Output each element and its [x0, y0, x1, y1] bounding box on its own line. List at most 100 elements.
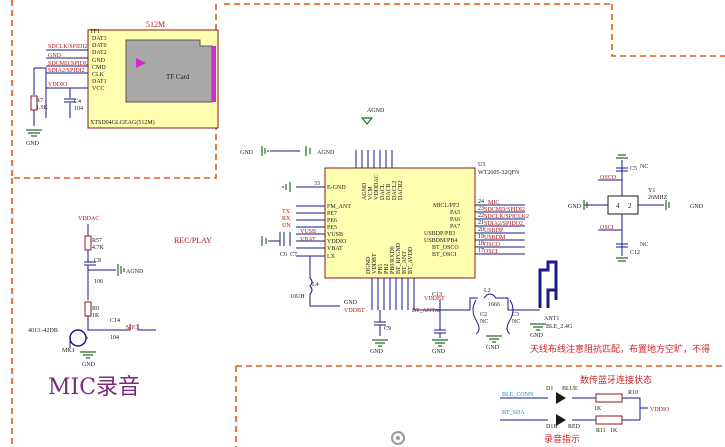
chip-body — [324, 167, 476, 279]
ble-resistor-1 — [595, 393, 623, 403]
crystal-designator: Y1 — [648, 188, 655, 194]
antenna-c-label: C3 — [512, 312, 519, 318]
chip-left-pin: LX — [327, 254, 336, 260]
chip-left-pin: E-GND — [327, 185, 346, 191]
chip-block: U3 WT2605-32QFN AGND AGND VCM VDDDAC DAC… — [240, 108, 529, 355]
antenna-nc-2: NC — [512, 319, 520, 325]
chip-right-net: USBDP — [484, 228, 504, 234]
chip-vddbt-1: VDDBT — [344, 308, 365, 314]
tf-r-label: R7 — [36, 98, 43, 104]
tf-designator: TF1 — [90, 29, 100, 35]
mic-c-value: 106 — [94, 279, 103, 285]
chip-bottom-pin: VDDBT — [372, 253, 378, 274]
mic-c14-value: 104 — [110, 335, 119, 341]
chip-c13: C13 — [432, 292, 442, 298]
chip-pin-num: 17 — [478, 248, 484, 254]
mic-section-title: MIC录音 — [48, 375, 140, 400]
crystal-pin-4: 4 — [616, 202, 620, 210]
chip-left-pin: PE7 — [327, 211, 337, 217]
chip-vbat: VBAT — [300, 237, 316, 243]
chip-right-net: MIC — [488, 200, 499, 206]
chip-cap: C6 — [280, 252, 287, 258]
antenna-nc-1: NC — [480, 319, 488, 325]
crystal-pin-2: 2 — [628, 202, 632, 210]
chip-right-net: OSCO — [484, 242, 501, 248]
chip-top-pin: DACL2 — [392, 181, 398, 200]
chip-right-pin: USBDM/PB4 — [424, 238, 457, 244]
chip-left-pin: VDDIO — [327, 239, 347, 245]
tf-part: XTSD04GLGEAG(512M) — [90, 119, 155, 126]
mic-r-label: R57 — [92, 238, 102, 244]
chip-left-net: TX — [282, 209, 291, 215]
tf-pin: DAT1 — [92, 79, 107, 85]
antenna-gnd-1: GND — [486, 345, 500, 351]
watermark-dot-icon — [396, 436, 400, 440]
mic-c-label: C8 — [94, 258, 101, 264]
tf-pin: CLK — [92, 72, 105, 78]
crystal-c-top: C5 — [630, 166, 637, 172]
crystal-gnd-1: GND — [568, 204, 582, 210]
chip-pin-num: 21 — [478, 220, 484, 226]
mic-gnd: GND — [82, 362, 96, 368]
chip-left-pins: E-GND FM_ANT PE7 PE6 PE5 VUSB VDDIO VBAT… — [261, 181, 351, 307]
chip-top-pin: DACR — [386, 183, 392, 200]
chip-right-net: SDCLK/SPICLK2 — [484, 214, 529, 220]
chip-right-net: USBDM — [484, 235, 506, 241]
tf-pin: DAT2 — [92, 50, 107, 56]
chip-part: WT2605-32QFN — [478, 170, 520, 176]
ble-net-2: BT_SDA — [502, 410, 525, 416]
chip-gnd-3: GND — [370, 349, 384, 355]
antenna-l-value: 1666 — [488, 302, 500, 308]
chip-bottom-pin: BT_RFGND — [396, 242, 402, 274]
mic-net: MIC — [126, 325, 137, 331]
crystal-osci: OSCI — [600, 225, 614, 231]
chip-right-net: SDCMD/SPIDI2 — [484, 207, 525, 213]
chip-gnd-1: GND — [240, 150, 254, 156]
ble-r2-value: 1K — [610, 428, 618, 434]
chip-pin-num: 24 — [478, 199, 484, 205]
chip-bottom-pins: DGND VDDBT PB1 PB2 PB0/RXD0 BT_RFGND BT_… — [344, 242, 470, 355]
chip-left-pin: PE6 — [327, 218, 337, 224]
crystal-c-bot: C12 — [630, 250, 640, 256]
chip-inductor-label: L4 — [312, 282, 319, 288]
chip-cap: C7 — [290, 252, 297, 258]
chip-pin-num: 33 — [314, 181, 320, 187]
tf-pin: VCC — [92, 86, 104, 92]
mic-r2-value: 1K — [92, 313, 100, 319]
chip-pin-num: 18 — [478, 241, 484, 247]
ble-d2: D1B — [546, 424, 557, 430]
led-red-icon — [556, 414, 566, 426]
tf-card-icon — [125, 39, 213, 103]
chip-left-pin: VBAT — [327, 246, 343, 252]
ble-d1-color: BLUE — [562, 386, 578, 392]
antenna-block: L2 1666 C2 NC C3 NC GND GND ANT1 BLE_2.4… — [469, 260, 710, 355]
tf-resistor — [30, 95, 38, 111]
crystal-nc-1: NC — [640, 164, 648, 170]
chip-left-pin: PE5 — [327, 225, 337, 231]
chip-agnd-2: AGND — [317, 150, 335, 156]
crystal-block: 4 2 Y1 26MHZ OSCO OSCI C5 NC C12 NC GND … — [568, 154, 704, 262]
watermark-circle-icon — [391, 431, 405, 445]
chip-right-pins: MICL/PF2 PA5 PA6 PA7 USBDP/PB3 USBDM/PB4… — [424, 199, 529, 258]
chip-bottom-pin: PB1 — [378, 264, 384, 274]
antenna-c-label: C2 — [480, 312, 487, 318]
chip-top-pin: DACR2 — [398, 180, 404, 200]
ble-net-1: BLE_CONN — [502, 392, 534, 398]
chip-right-pin: USBDP/PB3 — [424, 231, 455, 237]
mic-part: 4013 -42DB — [28, 328, 58, 334]
tf-card-label: TF Card — [166, 73, 190, 81]
chip-gnd-2: GND — [344, 300, 358, 306]
ble-caption: 录音指示 — [544, 433, 580, 445]
chip-designator: U3 — [478, 162, 485, 168]
antenna-l-label: L2 — [484, 288, 491, 294]
tf-c-label: C4 — [74, 99, 81, 105]
tf-pin: DAT0 — [92, 43, 107, 49]
tf-net: SDIA2/SPIDI2 — [48, 68, 85, 74]
ble-status-title: 数传蓝牙连接状态 — [580, 374, 652, 386]
ble-d2-color: RED — [568, 424, 581, 430]
chip-right-pin: BT_OSCI — [432, 252, 456, 258]
mic-agnd: AGND — [126, 269, 144, 275]
chip-right-pin: PA6 — [450, 217, 460, 223]
mic-label: MK1 — [62, 348, 75, 354]
